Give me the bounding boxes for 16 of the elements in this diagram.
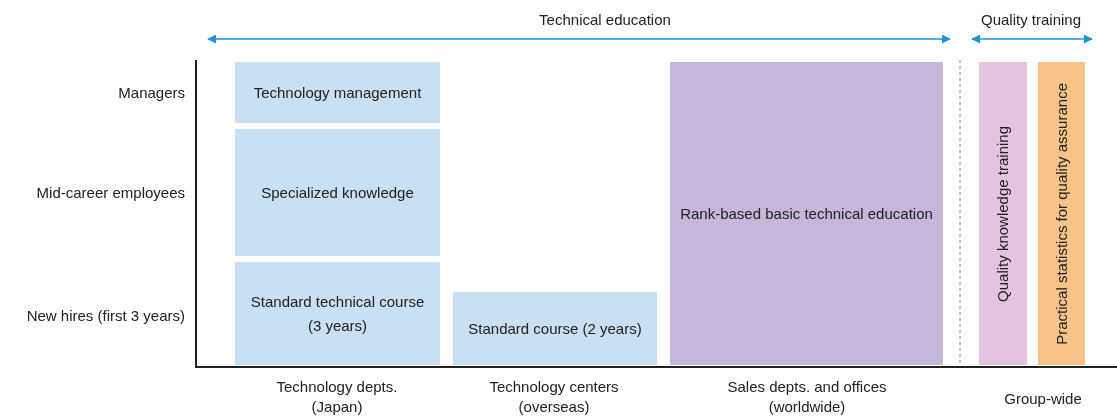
span-title: Quality training [979, 10, 1083, 30]
row-label: New hires (first 3 years) [25, 306, 185, 326]
column-label: Technology centers (overseas) [488, 377, 620, 417]
course-box: Technology management [235, 62, 440, 123]
course-box: Standard technical course (3 years) [235, 262, 440, 365]
vertical-course-bar: Quality knowledge training [979, 62, 1027, 365]
column-label: Group-wide [1003, 389, 1083, 409]
course-box: Standard course (2 years) [453, 292, 657, 365]
row-label: Mid-career employees [35, 183, 185, 203]
course-box: Specialized knowledge [235, 129, 440, 256]
column-label: Sales depts. and offices (worldwide) [726, 377, 888, 417]
column-label: Technology depts. (Japan) [275, 377, 399, 417]
row-label: Managers [117, 83, 185, 103]
course-box: Rank-based basic technical education [670, 62, 943, 365]
span-title: Technical education [538, 10, 672, 30]
vertical-course-bar: Practical statistics for quality assurance [1038, 62, 1085, 365]
